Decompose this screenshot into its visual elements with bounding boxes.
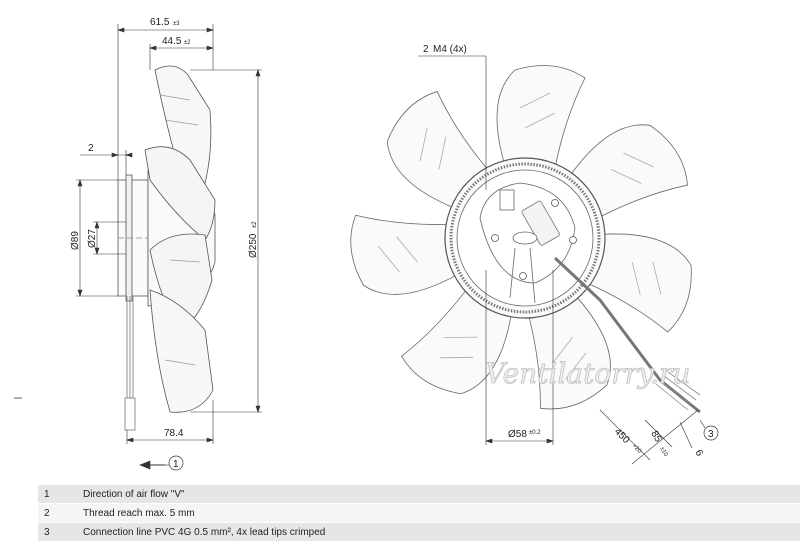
dim-lead-85: 85 (648, 429, 663, 445)
front-view (350, 65, 701, 414)
callout-2: 2 (423, 44, 429, 55)
dim-2: 2 (88, 143, 94, 154)
note-row: 3 Connection line PVC 4G 0.5 mm², 4x lea… (38, 523, 800, 541)
front-blade-5 (401, 287, 513, 395)
front-dimension-lines (418, 55, 706, 465)
notes-table: 1 Direction of air flow "V" 2 Thread rea… (38, 485, 800, 541)
side-blade-upper-mid (144, 146, 216, 241)
cable-callout-circle (703, 425, 719, 441)
dim-hub-dia-tol: ±0.2 (529, 430, 541, 436)
rotor-knurl-ring (449, 162, 601, 314)
dim-cable-450: 450 (612, 426, 632, 446)
note-text: Connection line PVC 4G 0.5 mm², 4x lead … (83, 526, 326, 538)
dim-lead-tip-6: 6 (692, 448, 705, 459)
dim-61-5-tol: ±3 (173, 21, 180, 27)
dim-61-5: 61.5 (150, 17, 170, 28)
callout-1: 1 (173, 459, 179, 470)
airflow-callout-circle (168, 455, 184, 471)
dim-78-4: 78.4 (164, 428, 184, 439)
thread-callout: M4 (4x) (433, 44, 467, 55)
airflow-arrow-icon (139, 460, 151, 470)
note-text: Thread reach max. 5 mm (83, 507, 195, 519)
front-blade-6 (350, 214, 460, 295)
side-view (117, 65, 216, 431)
dim-dia-89: Ø89 (70, 231, 81, 250)
front-blade-4 (527, 293, 611, 410)
dim-dia-27: Ø27 (87, 229, 98, 248)
dim-44-5-tol: ±2 (184, 40, 191, 46)
dim-dia-250-tol: ±2 (252, 221, 258, 228)
front-blade-7 (386, 90, 490, 210)
note-text: Direction of air flow "V" (83, 488, 185, 500)
side-dimension-lines (76, 24, 262, 470)
dim-dia-250: Ø250 (248, 233, 259, 258)
note-number: 3 (44, 526, 50, 538)
note-number: 2 (44, 507, 50, 519)
front-blade-3 (586, 233, 692, 333)
watermark-text: Ventilatorry.ru (485, 357, 690, 390)
side-blade-bottom (149, 289, 214, 413)
dim-lead-85-tol: ±10 (658, 446, 669, 458)
dim-hub-dia: Ø58 (508, 429, 527, 440)
callout-3: 3 (708, 429, 714, 440)
dim-44-5: 44.5 (162, 36, 182, 47)
note-row: 1 Direction of air flow "V" (38, 485, 800, 503)
note-number: 1 (44, 488, 50, 500)
technical-drawing: 61.5 ±3 44.5 ±2 2 Ø89 Ø27 Ø250 ±2 78.4 1 (14, 17, 719, 471)
dim-cable-450-tol: +20 (631, 443, 643, 455)
side-blade-lower-mid (149, 233, 213, 331)
front-blade-1 (496, 65, 586, 169)
side-blade-top (154, 65, 212, 201)
note-row: 2 Thread reach max. 5 mm (38, 504, 800, 522)
front-blade-2 (568, 124, 688, 219)
